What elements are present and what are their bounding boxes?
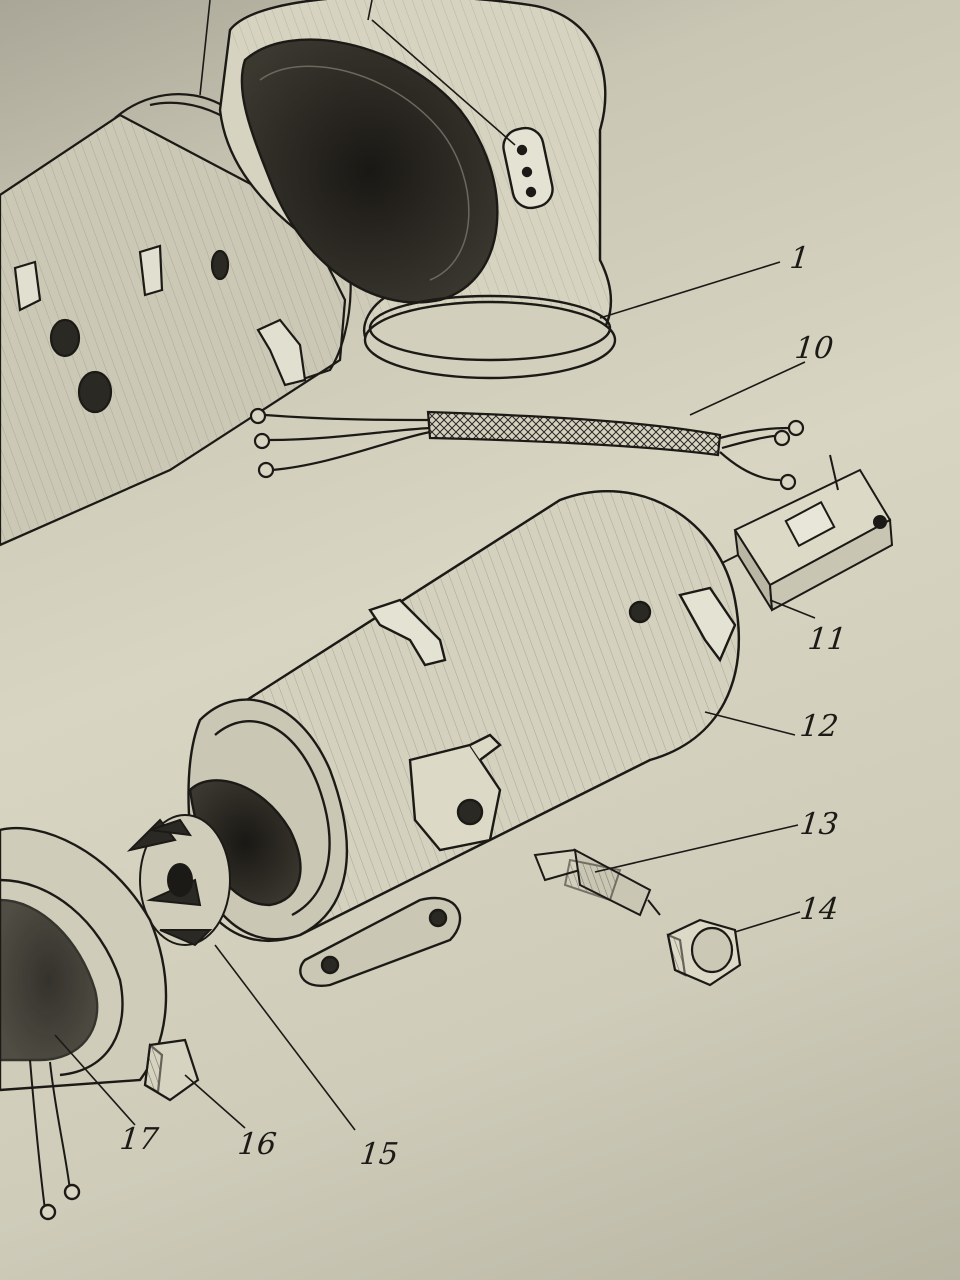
glow-plug-part-13 <box>533 848 661 917</box>
motor-body-part-12 <box>183 490 740 987</box>
callout-14: 14 <box>798 892 841 927</box>
callout-16: 16 <box>236 1127 279 1162</box>
impeller-part-15 <box>126 814 231 947</box>
callout-1: 1 <box>788 241 811 276</box>
fan-housing-part-17 <box>0 826 168 1221</box>
switch-part-11 <box>717 454 894 612</box>
callout-12: 12 <box>798 709 841 744</box>
callout-15: 15 <box>358 1137 401 1172</box>
callout-11: 11 <box>806 622 849 657</box>
nut-part-14 <box>666 918 742 987</box>
elbow-housing-part-1 <box>218 0 617 380</box>
callout-17: 17 <box>118 1122 161 1157</box>
wiring-harness-part-10 <box>249 407 805 491</box>
leader-lines <box>54 0 816 1131</box>
callout-10: 10 <box>793 331 836 366</box>
callout-13: 13 <box>798 807 841 842</box>
fitting-part-16 <box>143 1038 200 1102</box>
